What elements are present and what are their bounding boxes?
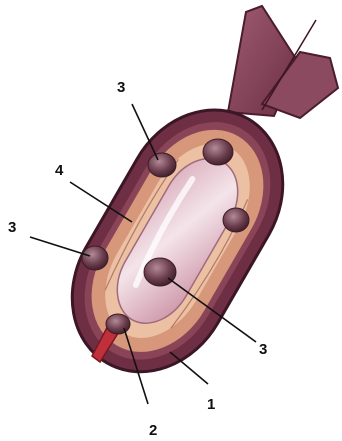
leader-3-left bbox=[30, 237, 90, 256]
nodule-top-right bbox=[203, 139, 233, 165]
body bbox=[41, 81, 314, 401]
nodule-bottom bbox=[106, 314, 130, 334]
nodule-top bbox=[148, 153, 176, 177]
label-3-left: 3 bbox=[8, 220, 16, 235]
label-3-top: 3 bbox=[117, 80, 125, 95]
tail bbox=[228, 6, 338, 118]
label-4: 4 bbox=[55, 163, 63, 178]
label-3-right: 3 bbox=[259, 342, 267, 357]
nodule-right bbox=[223, 208, 249, 232]
label-1: 1 bbox=[207, 397, 215, 412]
nodule-center bbox=[144, 258, 176, 286]
nodule-left bbox=[82, 246, 108, 270]
label-2: 2 bbox=[149, 423, 157, 438]
